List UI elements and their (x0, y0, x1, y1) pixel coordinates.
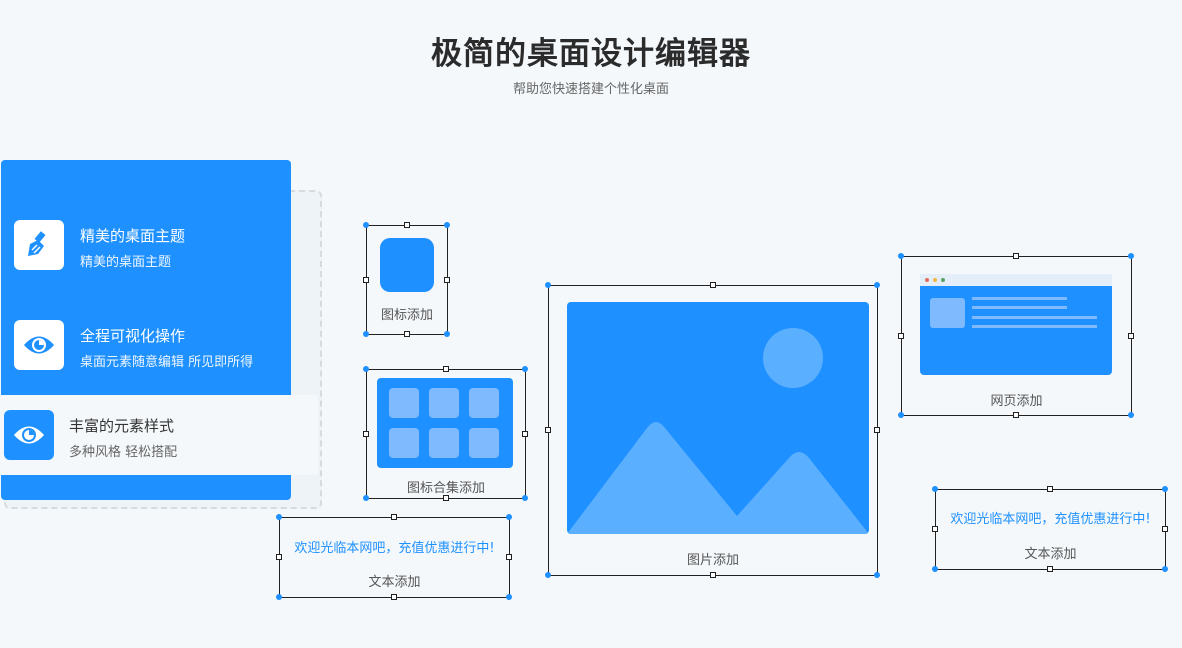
feature-desc: 桌面元素随意编辑 所见即所得 (80, 355, 254, 370)
text-add-widget[interactable]: 欢迎光临本网吧，充值优惠进行中! 文本添加 (276, 514, 512, 600)
resize-handle[interactable] (898, 412, 904, 418)
resize-handle[interactable] (363, 366, 369, 372)
resize-handle[interactable] (391, 514, 397, 520)
page-subtitle: 帮助您快速搭建个性化桌面 (512, 82, 669, 97)
widget-caption: 图片添加 (686, 553, 739, 568)
resize-handle[interactable] (404, 331, 410, 337)
resize-handle[interactable] (522, 431, 528, 437)
resize-handle[interactable] (1047, 486, 1053, 492)
feature-item-styles[interactable]: 丰富的元素样式 多种风格 轻松搭配 (1, 395, 318, 475)
resize-handle[interactable] (1128, 333, 1134, 339)
eye-icon (14, 320, 64, 370)
resize-handle[interactable] (545, 282, 551, 288)
feature-desc: 多种风格 轻松搭配 (69, 445, 178, 460)
resize-handle[interactable] (932, 566, 938, 572)
image-icon (567, 328, 869, 534)
resize-handle[interactable] (874, 427, 880, 433)
brush-icon (14, 220, 64, 270)
resize-handle[interactable] (1013, 412, 1019, 418)
resize-handle[interactable] (506, 594, 512, 600)
resize-handle[interactable] (363, 495, 369, 501)
web-page-placeholder (920, 286, 1112, 375)
resize-handle[interactable] (1047, 566, 1053, 572)
resize-handle[interactable] (276, 514, 282, 520)
browser-titlebar (920, 274, 1112, 286)
resize-handle[interactable] (522, 366, 528, 372)
resize-handle[interactable] (506, 514, 512, 520)
resize-handle[interactable] (363, 222, 369, 228)
resize-handle[interactable] (522, 495, 528, 501)
resize-handle[interactable] (276, 594, 282, 600)
widget-caption: 文本添加 (1024, 547, 1077, 562)
resize-handle[interactable] (506, 554, 512, 560)
icon-add-widget[interactable]: 图标添加 (363, 222, 450, 337)
widget-caption: 图标合集添加 (406, 481, 485, 496)
widget-caption: 文本添加 (368, 575, 421, 590)
web-add-widget[interactable]: 网页添加 (898, 253, 1134, 418)
resize-handle[interactable] (443, 366, 449, 372)
resize-handle[interactable] (874, 282, 880, 288)
feature-title: 全程可视化操作 (80, 327, 186, 345)
resize-handle[interactable] (710, 282, 716, 288)
promo-text: 欢迎光临本网吧，充值优惠进行中! (950, 512, 1151, 527)
feature-title: 丰富的元素样式 (69, 417, 175, 435)
resize-handle[interactable] (898, 333, 904, 339)
resize-handle[interactable] (363, 331, 369, 337)
resize-handle[interactable] (1162, 486, 1168, 492)
resize-handle[interactable] (444, 222, 450, 228)
resize-handle[interactable] (874, 572, 880, 578)
widget-caption: 图标添加 (380, 308, 433, 323)
resize-handle[interactable] (710, 572, 716, 578)
resize-handle[interactable] (932, 526, 938, 532)
resize-handle[interactable] (276, 554, 282, 560)
resize-handle[interactable] (1162, 526, 1168, 532)
icon-set-placeholder (377, 378, 513, 468)
image-add-widget[interactable]: 图片添加 (545, 282, 880, 578)
resize-handle[interactable] (444, 277, 450, 283)
icon-set-add-widget[interactable]: 图标合集添加 (363, 366, 528, 501)
text-add-widget[interactable]: 欢迎光临本网吧，充值优惠进行中! 文本添加 (932, 486, 1168, 572)
feature-desc: 精美的桌面主题 (80, 255, 172, 270)
eye-icon (4, 410, 54, 460)
resize-handle[interactable] (545, 572, 551, 578)
image-placeholder (567, 302, 869, 534)
resize-handle[interactable] (363, 277, 369, 283)
resize-handle[interactable] (444, 331, 450, 337)
resize-handle[interactable] (443, 495, 449, 501)
widget-caption: 网页添加 (990, 394, 1043, 409)
promo-text: 欢迎光临本网吧，充值优惠进行中! (294, 541, 495, 556)
resize-handle[interactable] (391, 594, 397, 600)
resize-handle[interactable] (1128, 412, 1134, 418)
resize-handle[interactable] (932, 486, 938, 492)
feature-title: 精美的桌面主题 (80, 227, 186, 245)
resize-handle[interactable] (1162, 566, 1168, 572)
resize-handle[interactable] (1013, 253, 1019, 259)
resize-handle[interactable] (1128, 253, 1134, 259)
page-title: 极简的桌面设计编辑器 (431, 36, 751, 72)
resize-handle[interactable] (898, 253, 904, 259)
app-icon-placeholder (380, 238, 434, 292)
resize-handle[interactable] (363, 431, 369, 437)
resize-handle[interactable] (404, 222, 410, 228)
resize-handle[interactable] (545, 427, 551, 433)
